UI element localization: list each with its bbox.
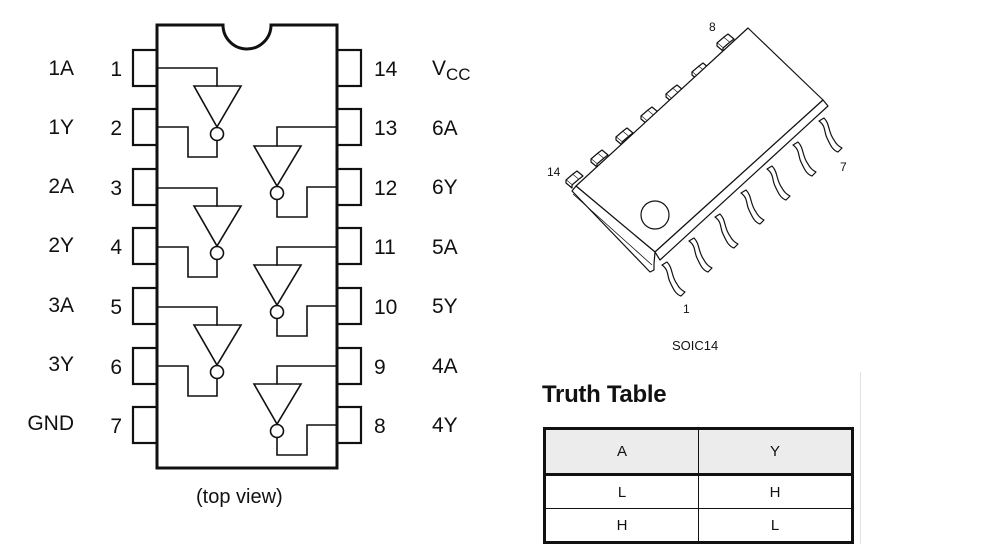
pin-box-9 (335, 346, 363, 386)
pin-label-12: 6Y (432, 176, 458, 199)
pin-number-7: 7 (110, 415, 122, 438)
truth-table-header-y: Y (698, 428, 853, 476)
pin-label-2: 1Y (48, 116, 74, 139)
inverter-gate-6 (252, 126, 338, 218)
truth-table-cell: L (544, 474, 699, 509)
pin-number-3: 3 (110, 177, 122, 200)
truth-table-cell: H (698, 474, 853, 509)
pin-number-14: 14 (374, 58, 398, 81)
pin-label-9: 4A (432, 355, 458, 378)
pin-box-12 (335, 167, 363, 207)
soic-body-side (571, 185, 656, 273)
pin-label-4: 2Y (48, 234, 74, 257)
inverter-gate-2 (156, 187, 243, 278)
truth-table-header-a: A (544, 428, 699, 476)
truth-table-cell: H (544, 508, 699, 543)
pin1-marker (640, 200, 670, 230)
pin-number-9: 9 (374, 356, 386, 379)
pin-number-2: 2 (110, 117, 122, 140)
soic-pin-label-7: 7 (840, 160, 847, 174)
pin-number-5: 5 (110, 296, 122, 319)
top-view-caption: (top view) (196, 486, 283, 508)
truth-table: A Y L H H L (543, 427, 854, 544)
pin-label-6: 3Y (48, 353, 74, 376)
pin-box-13 (335, 107, 363, 147)
truth-table-title: Truth Table (542, 381, 667, 408)
soic14-caption: SOIC14 (672, 338, 719, 353)
pin-box-3 (131, 167, 159, 207)
pin-box-7 (131, 405, 159, 445)
pin-label-13: 6A (432, 117, 458, 140)
left-pin-boxes (131, 48, 159, 445)
pin-box-10 (335, 286, 363, 326)
pin-box-8 (335, 405, 363, 445)
pin-label-3: 2A (48, 175, 74, 198)
pin-label-14-subscript: CC (446, 65, 471, 84)
pin-label-11: 5A (432, 236, 458, 259)
ic-body-outline (155, 23, 339, 470)
truth-table-cell: L (698, 508, 853, 543)
inverter-gate-4 (252, 365, 338, 456)
pin-label-10: 5Y (432, 295, 458, 318)
soic14-package-drawing (565, 27, 843, 297)
divider-line (860, 372, 861, 544)
pin-label-8: 4Y (432, 414, 458, 437)
inverter-gate-3 (156, 306, 243, 397)
pin-number-11: 11 (374, 236, 396, 259)
pin-label-1: 1A (48, 57, 74, 80)
pin-number-6: 6 (110, 356, 122, 379)
soic-bottom-leads (661, 117, 843, 297)
truth-table-header-row: A Y (544, 428, 853, 476)
inverter-gate-1 (156, 67, 243, 158)
pin-box-2 (131, 107, 159, 147)
pin-number-12: 12 (374, 177, 398, 200)
pin-number-8: 8 (374, 415, 386, 438)
pin-box-11 (335, 226, 363, 266)
pin-box-14 (335, 48, 363, 88)
soic-pin-label-1: 1 (683, 302, 690, 316)
pin-label-14-main: V (432, 57, 447, 80)
pin-number-1: 1 (110, 58, 122, 81)
pin-number-13: 13 (374, 117, 398, 140)
pin-label-14: VCC (432, 57, 502, 83)
pin-box-6 (131, 346, 159, 386)
soic-pin-label-14: 14 (547, 165, 561, 179)
pin-label-7: GND (27, 412, 74, 435)
pin-box-5 (131, 286, 159, 326)
table-row: H L (544, 508, 853, 543)
right-pin-boxes (335, 48, 363, 445)
pin-number-4: 4 (110, 236, 122, 259)
soic-pin-label-8: 8 (709, 20, 716, 34)
table-row: L H (544, 474, 853, 509)
pin-box-4 (131, 226, 159, 266)
inverter-gate-5 (252, 246, 338, 337)
pin-box-1 (131, 48, 159, 88)
pin-label-5: 3A (48, 294, 74, 317)
pin-number-10: 10 (374, 296, 398, 319)
